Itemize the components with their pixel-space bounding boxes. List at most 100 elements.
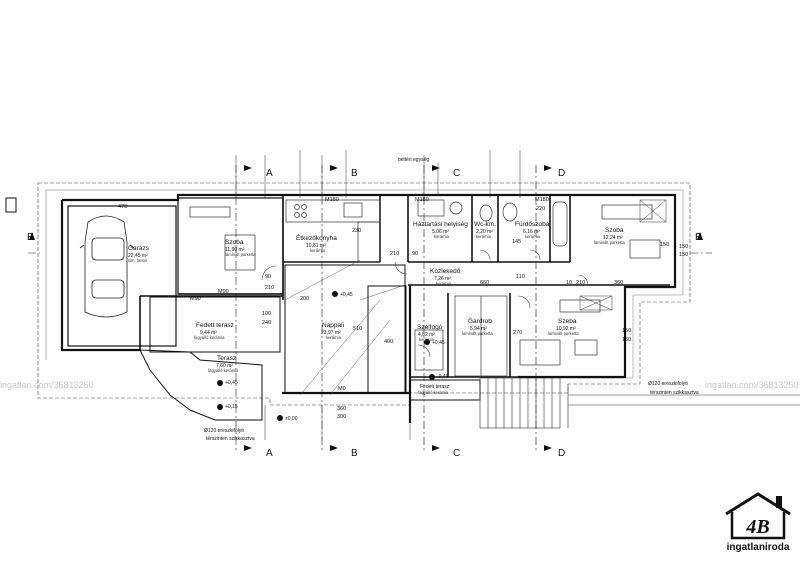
- section-d-bottom: D: [558, 448, 565, 459]
- dim-90: 90: [265, 274, 271, 280]
- svg-text:7,60 m²: 7,60 m²: [216, 363, 233, 369]
- svg-text:Szeba: Szeba: [558, 318, 577, 325]
- svg-text:5,94 m²: 5,94 m²: [470, 326, 487, 332]
- svg-text:7,26 m²: 7,26 m²: [434, 276, 451, 282]
- level-label-3: +0,15: [225, 404, 238, 410]
- watermark-right: ingatlan.com/36813250: [705, 380, 799, 390]
- bedroom-fixtures: [189, 204, 661, 377]
- svg-text:sim. beton: sim. beton: [128, 258, 148, 263]
- svg-text:laminált parketta: laminált parketta: [225, 252, 256, 257]
- dim-m180-2: M180: [415, 197, 429, 203]
- svg-text:Étkezőkonyha: Étkezőkonyha: [296, 233, 337, 242]
- svg-text:2,20 m²: 2,20 m²: [476, 229, 493, 235]
- dim-100: 100: [262, 311, 271, 317]
- house-logo-icon: 4B: [725, 492, 791, 540]
- dim-10-210: 10: [566, 280, 572, 286]
- dim-150-2: 150: [679, 252, 688, 258]
- dim-230: 230: [352, 228, 361, 234]
- svg-text:10,81 m²: 10,81 m²: [306, 243, 326, 249]
- svg-text:Szélfogó: Szélfogó: [417, 324, 443, 331]
- level-markers: [217, 291, 435, 421]
- svg-text:5,06 m²: 5,06 m²: [432, 229, 449, 235]
- svg-text:Gardrob: Gardrob: [468, 318, 492, 325]
- gutter-left-label: Ø120 ereszkifolyó: [204, 428, 244, 434]
- svg-text:Fürdőszoba: Fürdőszoba: [515, 221, 550, 228]
- svg-text:Garázs: Garázs: [128, 245, 150, 252]
- section-arrows: [29, 165, 703, 451]
- wardrobe-marks: [579, 199, 667, 311]
- stairs: [479, 377, 800, 429]
- section-b-bottom: B: [351, 448, 358, 459]
- dimension-lines: [235, 150, 521, 440]
- roof-outline: [37, 182, 691, 406]
- svg-text:kerámia: kerámia: [525, 234, 541, 239]
- dim-660: 660: [480, 280, 489, 286]
- svg-text:Terasz: Terasz: [217, 355, 236, 362]
- dim-400: 400: [384, 339, 393, 345]
- room-label-terasz: Terasz 7,60 m² fagyálló kerámia: [208, 355, 239, 373]
- section-c-bottom: C: [453, 448, 460, 459]
- svg-text:kerámia: kerámia: [326, 335, 342, 340]
- svg-text:11,90 m²: 11,90 m²: [225, 247, 245, 253]
- room-label-fedett1: Fedett terasz 9,44 m² fagyálló kerámia: [194, 322, 234, 340]
- svg-text:kerámia: kerámia: [419, 337, 435, 342]
- garage: [67, 197, 284, 347]
- dim-360: 360: [614, 280, 623, 286]
- level-label-1: +0,45: [340, 292, 353, 298]
- room-label-szeba: Szeba 10,92 m² laminált parketta: [548, 318, 579, 336]
- section-b-top: B: [351, 168, 358, 179]
- living-room-hatch: [284, 259, 406, 396]
- dim-300: 300: [337, 414, 346, 420]
- svg-text:22,45 m²: 22,45 m²: [128, 253, 148, 259]
- room-label-szoba2: Szoba 12,24 m² laminált parketta: [594, 227, 625, 245]
- level-label-5: +0,45: [432, 340, 445, 346]
- room-label-szoba1: Szoba 11,90 m² laminált parketta: [225, 239, 256, 257]
- dim-200: 200: [300, 296, 309, 302]
- dim-m180-1: M180: [325, 197, 339, 203]
- svg-text:laminált parketta: laminált parketta: [462, 331, 493, 336]
- svg-text:Háztartási helyiség: Háztartási helyiség: [413, 221, 468, 228]
- room-label-garazs: Garázs 22,45 m² sim. beton: [128, 245, 150, 263]
- svg-text:4,82 m²: 4,82 m²: [418, 332, 435, 338]
- gutter-left-label-2: térszinten szikkasztva: [206, 436, 255, 442]
- meter-box: [5, 197, 17, 213]
- kitchen-fixtures: [285, 199, 381, 263]
- dim-150-1: 150: [679, 244, 688, 250]
- svg-text:fagyálló kerámia: fagyálló kerámia: [418, 390, 449, 395]
- room-label-gardrob: Gardrob 5,94 m² laminált parketta: [462, 318, 493, 336]
- section-lines: [28, 165, 712, 450]
- section-e-left: E: [27, 232, 34, 243]
- dim-510: 510: [353, 326, 362, 332]
- svg-text:12,24 m²: 12,24 m²: [603, 235, 623, 241]
- dim-210b: 210: [576, 280, 585, 286]
- room-label-szelfogo: Szélfogó 4,82 m² kerámia: [417, 324, 443, 342]
- section-a-bottom: A: [266, 448, 273, 459]
- svg-text:Szoba: Szoba: [605, 227, 624, 234]
- svg-text:kerámia: kerámia: [476, 234, 492, 239]
- svg-text:Fedett terasz: Fedett terasz: [196, 322, 234, 329]
- dim-210: 210: [265, 285, 274, 291]
- brand-logo: 4B ingatlaniroda: [718, 490, 798, 560]
- dim-m180-3: M180: [535, 197, 549, 203]
- svg-text:9,44 m²: 9,44 m²: [200, 330, 217, 336]
- gutter-right-label: Ø120 ereszkifolyó: [648, 381, 688, 387]
- room-label-furdo: Fürdőszoba 6,16 m² kerámia: [515, 221, 550, 239]
- terrace: [139, 296, 481, 421]
- svg-text:Fedett terasz: Fedett terasz: [420, 384, 450, 390]
- section-e-right: E: [695, 232, 702, 243]
- svg-text:Közlekedő: Közlekedő: [430, 268, 461, 275]
- room-label-etkezo: Étkezőkonyha 10,81 m² kerámia: [296, 233, 337, 253]
- door-swings: [261, 249, 589, 358]
- level-label-4: ±0,00: [285, 416, 298, 422]
- dim-90b: 90: [412, 251, 418, 257]
- car-icon: [79, 215, 135, 318]
- dim-145: 145: [512, 239, 521, 245]
- dim-470: 470: [118, 204, 127, 210]
- watermark-left: ingatlan.com/36813250: [0, 380, 94, 390]
- svg-text:laminált parketta: laminált parketta: [594, 240, 625, 245]
- bathroom-fixtures: [417, 199, 568, 247]
- svg-text:kerámia: kerámia: [434, 234, 450, 239]
- level-label-2: +0,45: [225, 380, 238, 386]
- dim-270-1: 270: [513, 330, 522, 336]
